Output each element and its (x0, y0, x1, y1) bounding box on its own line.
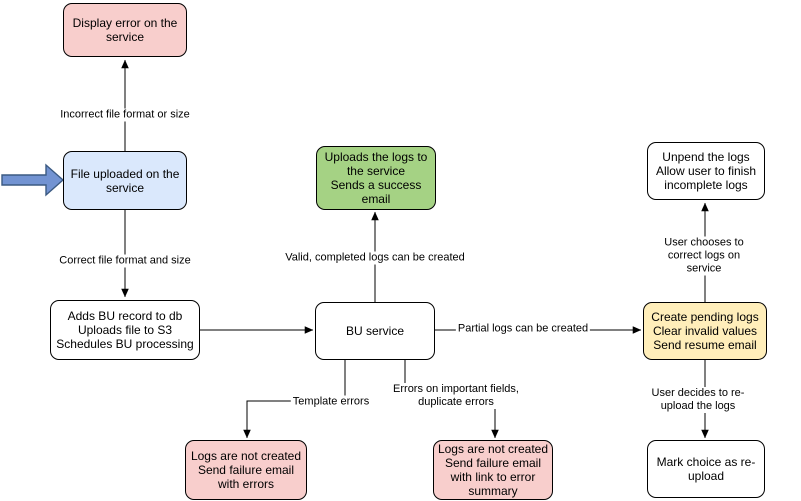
node-create-pending-logs: Create pending logs Clear invalid values… (643, 302, 767, 360)
edge-label-user-corrects: User chooses to correct logs on service (655, 236, 753, 276)
edge-label-incorrect-file: Incorrect file format or size (58, 108, 192, 122)
input-arrow-icon (1, 163, 65, 197)
edge-label-partial-logs: Partial logs can be created (455, 322, 591, 336)
node-unpend-logs: Unpend the logs Allow user to finish inc… (647, 142, 765, 200)
edge-label-valid-completed: Valid, completed logs can be created (283, 251, 467, 265)
node-logs-not-created-summary: Logs are not created Send failure email … (433, 440, 553, 500)
node-bu-service: BU service (315, 302, 435, 360)
edge-label-important-fields: Errors on important fields, duplicate er… (391, 383, 521, 409)
node-uploads-logs-success: Uploads the logs to the service Sends a … (316, 146, 436, 210)
node-logs-not-created-errors: Logs are not created Send failure email … (185, 440, 307, 500)
node-display-error: Display error on the service (63, 3, 187, 57)
edge-label-user-reuploads: User decides to re-upload the logs (646, 387, 750, 413)
node-mark-choice-reupload: Mark choice as re- upload (647, 440, 765, 498)
node-adds-bu-record: Adds BU record to db Uploads file to S3 … (50, 300, 200, 360)
node-file-uploaded: File uploaded on the service (63, 151, 187, 210)
edge-label-template-errors: Template errors (290, 395, 372, 409)
edge-label-correct-file: Correct file format and size (57, 254, 193, 268)
